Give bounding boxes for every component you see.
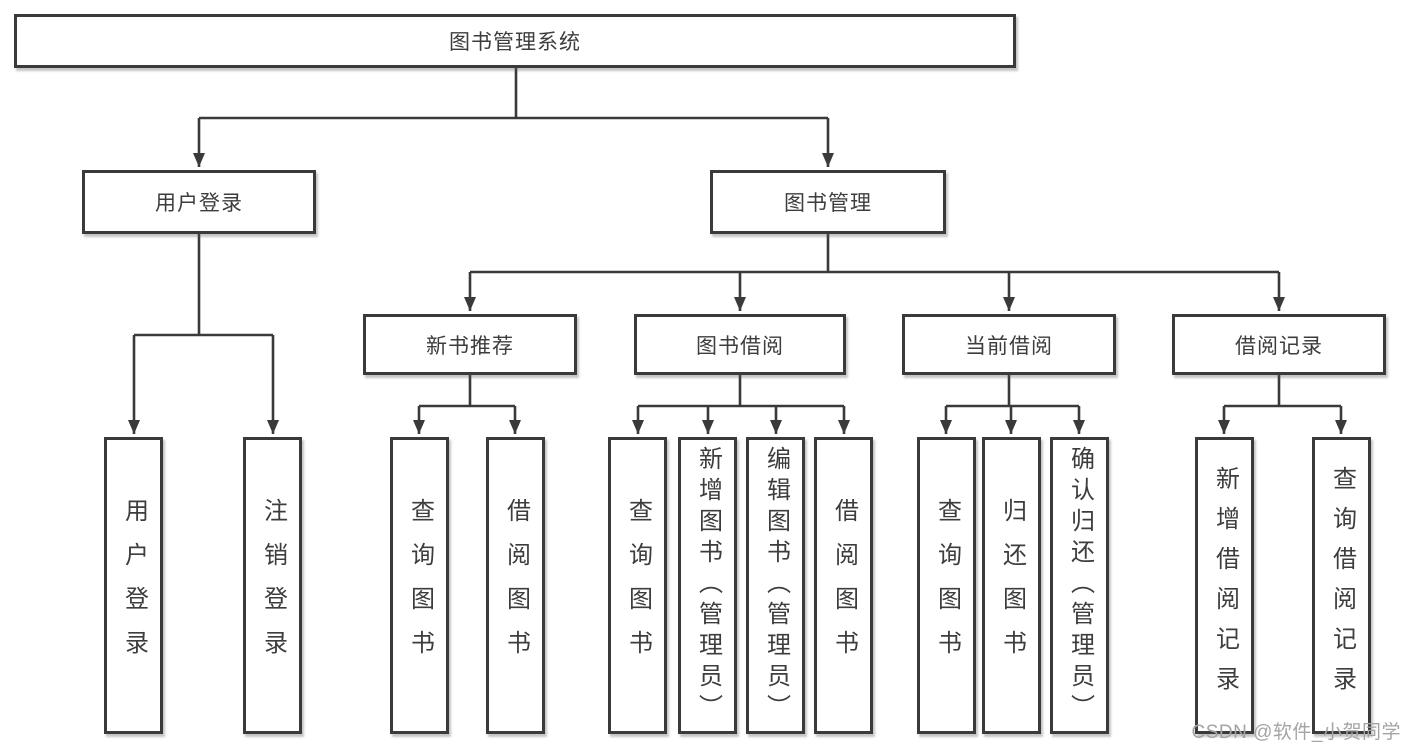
node-borrowing-records: 借阅记录	[1172, 314, 1386, 375]
edge-borrowing-children	[632, 375, 850, 434]
leaf-logout: 注销登录	[243, 437, 302, 734]
leaf-return-books: 归还图书	[982, 437, 1041, 734]
node-label: 图书借阅	[696, 334, 784, 358]
leaf-borrow-books-borrowing: 借阅图书	[814, 437, 873, 734]
node-label: 归还图书	[998, 497, 1026, 674]
node-label: 借阅记录	[1235, 334, 1323, 358]
node-label: 用户登录	[120, 497, 148, 674]
leaf-user-login: 用户登录	[104, 437, 163, 734]
leaf-edit-books-admin: 编辑图书（管理员）	[746, 437, 805, 734]
edge-book-mgmt-children	[464, 234, 1285, 311]
node-book-borrowing: 图书借阅	[634, 314, 846, 375]
node-label: 借阅图书	[830, 497, 858, 674]
node-user-login: 用户登录	[82, 170, 316, 234]
node-label: 图书管理	[784, 192, 872, 215]
node-label: 图书管理系统	[449, 31, 581, 54]
edge-user-login-children	[128, 234, 279, 434]
leaf-borrow-books-recommend: 借阅图书	[486, 437, 545, 734]
leaf-confirm-return-admin: 确认归还（管理员）	[1050, 437, 1109, 734]
edge-root-to-level2	[193, 68, 834, 167]
node-label: 确认归还（管理员）	[1066, 446, 1094, 725]
edge-newbook-children	[413, 375, 521, 434]
edge-current-children	[940, 375, 1085, 434]
node-current-borrowing: 当前借阅	[902, 314, 1116, 375]
node-new-book-recommend: 新书推荐	[363, 314, 577, 375]
node-label: 新书推荐	[426, 334, 514, 358]
node-label: 编辑图书（管理员）	[762, 446, 790, 725]
leaf-add-borrow-record: 新增借阅记录	[1195, 437, 1254, 734]
node-label: 借阅图书	[502, 497, 530, 674]
leaf-add-books-admin: 新增图书（管理员）	[678, 437, 737, 734]
node-label: 查询借阅记录	[1328, 465, 1356, 706]
csdn-watermark: CSDN @软件_小贺同学	[1191, 722, 1401, 743]
node-label: 当前借阅	[965, 334, 1053, 358]
leaf-query-books-current: 查询图书	[917, 437, 976, 734]
node-label: 注销登录	[259, 497, 287, 674]
leaf-query-borrow-record: 查询借阅记录	[1312, 437, 1371, 734]
node-label: 新增借阅记录	[1211, 465, 1239, 706]
node-library-management-system: 图书管理系统	[14, 14, 1016, 68]
leaf-query-books-borrowing: 查询图书	[608, 437, 667, 734]
leaf-query-books-recommend: 查询图书	[390, 437, 449, 734]
node-label: 查询图书	[933, 497, 961, 674]
node-label: 新增图书（管理员）	[694, 446, 722, 725]
node-label: 查询图书	[624, 497, 652, 674]
node-book-management: 图书管理	[710, 170, 946, 234]
node-label: 查询图书	[406, 497, 434, 674]
edge-records-children	[1218, 375, 1347, 434]
node-label: 用户登录	[155, 192, 243, 215]
